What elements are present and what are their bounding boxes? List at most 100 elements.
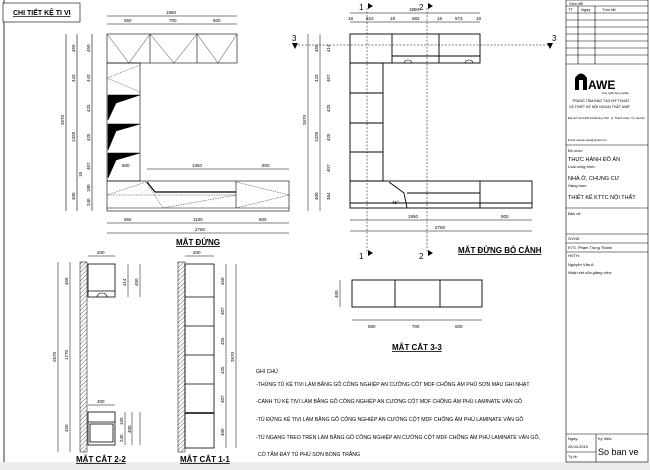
- code-label: Ký hiệu:: [598, 436, 612, 441]
- dim-label: 1100: [193, 217, 203, 222]
- dim-label: 400: [97, 399, 105, 404]
- dim-label: 450: [86, 44, 91, 52]
- notes: GHI CHÚ -THÙNG TỦ KỆ TIVI LÀM BẰNG GỖ CÔ…: [256, 368, 540, 458]
- section-markers: 1 2 1 2 3 3: [292, 3, 557, 261]
- dim-label: 400: [97, 250, 105, 255]
- dim-label: 443: [314, 74, 319, 82]
- note-line: -TỦ NGANG TREO TRÊN LÀM BẰNG GỖ CÔNG NGH…: [256, 433, 540, 441]
- note-line: -THÙNG TỦ KỆ TIVI LÀM BẰNG GỖ CÔNG NGHIỆ…: [256, 380, 530, 388]
- instructor-label: GVHD: [568, 236, 580, 241]
- dim-label: 400: [193, 250, 201, 255]
- dim-label: 160: [119, 417, 124, 425]
- elevation-open-dimensions: 1950 18 623 18 682 18 573 18 1950 800 27…: [302, 7, 509, 230]
- section-3-3-label: MẶT CẮT 3-3: [392, 343, 442, 352]
- item-value: THIẾT KẾ KTTC NỘI THẤT: [568, 194, 636, 201]
- section-mark: 3: [552, 34, 557, 43]
- org-line: VÀ THIẾT KẾ NỘI NGOẠI THẤT AWE: [569, 104, 631, 109]
- dim-label: 800: [501, 214, 509, 219]
- dim-label: 450: [71, 44, 76, 52]
- dim-label: 407: [326, 74, 331, 82]
- dim-label: 180: [86, 184, 91, 192]
- dim-label: 407: [86, 162, 91, 170]
- dim-label: 240: [119, 434, 124, 442]
- dim-label: 1350: [192, 163, 203, 168]
- dim-label: 450: [134, 278, 139, 286]
- dim-label: 425: [326, 104, 331, 112]
- section-2-2-view: [57, 255, 141, 453]
- dim-label: 600: [213, 18, 221, 23]
- dim-label: 425: [86, 133, 91, 141]
- date-label: Ngày:: [568, 436, 578, 441]
- dim-label: 573: [455, 16, 463, 21]
- dim-label: 2750: [195, 227, 206, 232]
- revision-col: Tóm tắt: [602, 7, 616, 12]
- address: Địa chỉ: Số 9/193 Khuất Duy Tiến, Q. Tha…: [568, 116, 645, 120]
- dim-label: 407: [220, 395, 225, 403]
- dim-label: 650: [124, 18, 132, 23]
- awe-logo: AWE Trao nghề dựng nghiệp: [575, 73, 630, 95]
- dim-label: 2670: [60, 114, 65, 125]
- dept-value: THỰC HÀNH ĐỒ ÁN: [568, 156, 620, 163]
- section-1-1-label: MẶT CẮT 1-1: [180, 455, 230, 464]
- notes-title: GHI CHÚ: [256, 368, 278, 375]
- section-3-3-dimensions: 650 700 600 400: [334, 290, 463, 329]
- dim-label: 425: [86, 104, 91, 112]
- dim-label: 682: [412, 16, 420, 21]
- type-label: Loại công trình:: [568, 164, 596, 169]
- sheet-title-box: CHI TIẾT KỆ TI VI: [2, 2, 81, 23]
- revision-col: Ngày: [581, 7, 590, 12]
- dim-label: 1328: [71, 131, 76, 142]
- dim-label: 407: [220, 307, 225, 315]
- dim-label: 700: [412, 324, 420, 329]
- dept-label: Bộ môn:: [568, 148, 583, 153]
- item-label: Hạng mục:: [568, 183, 587, 188]
- dim-label: 2670: [52, 351, 57, 362]
- dim-label: 425: [326, 133, 331, 141]
- section-mark: 3: [292, 34, 297, 43]
- section-2-2-dimensions: 400 450 1770 450 2670 400 414 450 160 24…: [52, 250, 139, 442]
- revision-col: TT: [568, 7, 573, 12]
- dim-label: 450: [314, 44, 319, 52]
- dim-label: 425: [220, 366, 225, 374]
- note-line: -TỦ ĐỨNG KỆ TIVI LÀM BẰNG GỖ CÔNG NGHIỆP…: [256, 415, 523, 423]
- logo-text: AWE: [588, 78, 615, 92]
- section-mark: 1: [359, 252, 364, 261]
- dim-label: 443: [86, 74, 91, 82]
- dim-label: 18: [78, 171, 83, 177]
- section-mark: 2: [419, 252, 424, 261]
- section-mark: 1: [359, 3, 364, 12]
- dim-label: 450: [220, 277, 225, 285]
- note-line: -CÁNH TỦ KỆ TIVI LÀM BẰNG GỖ CÔNG NGHIỆP…: [256, 397, 522, 405]
- dim-label: 45°: [392, 200, 399, 205]
- elevation-label: MẶT ĐỨNG: [176, 238, 220, 247]
- dim-label: 414: [326, 44, 331, 52]
- title-block-text: Sửa đổi TT Ngày Tóm tắt AWE Trao nghề dự…: [568, 1, 645, 459]
- org-line: TRUNG TÂM ĐÀO TẠO MỸ THUẬT: [572, 98, 631, 103]
- dim-label: 240: [86, 198, 91, 206]
- dim-label: 425: [220, 337, 225, 345]
- dim-label: 18: [476, 16, 482, 21]
- dim-label: 18: [348, 16, 354, 21]
- student-label: HVTH:: [568, 253, 580, 258]
- title-block: [565, 0, 649, 463]
- section-1-1-view: [177, 255, 237, 453]
- logo-tagline: Trao nghề dựng nghiệp: [602, 91, 630, 95]
- dim-label: 414: [122, 278, 127, 286]
- dim-label: 650: [368, 324, 376, 329]
- dim-label: 1950: [166, 10, 177, 15]
- dim-label: 400: [71, 192, 76, 200]
- date-value: 28.04.2019: [568, 444, 589, 449]
- comment-label: Nhận xét của giảng viên:: [568, 270, 612, 275]
- section-1-1-dimensions: 400 450 407 425 425 407 400 2670: [193, 250, 235, 436]
- section-3-3-view: [339, 279, 483, 321]
- dim-label: 450: [64, 424, 69, 432]
- dim-label: 2750: [435, 225, 446, 230]
- dim-label: 2670: [302, 114, 307, 125]
- dim-label: 650: [124, 217, 132, 222]
- dim-label: 2670: [230, 351, 235, 362]
- dim-label: 1328: [314, 131, 319, 142]
- dim-label: 600: [122, 163, 130, 168]
- section-mark: 2: [419, 3, 424, 12]
- instructor-value: KTS. Phạm Trung Thành: [568, 245, 612, 250]
